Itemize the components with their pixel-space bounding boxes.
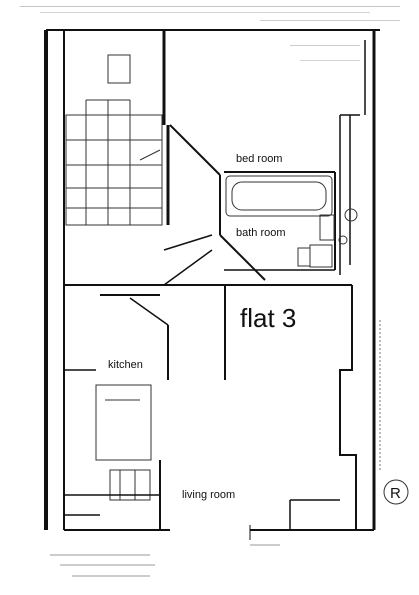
- corridor-walls: [100, 124, 266, 380]
- staircase: [65, 54, 163, 226]
- flat-title: flat 3: [240, 303, 296, 333]
- kitchen-area: [64, 369, 340, 540]
- bathroom-label: bath room: [236, 227, 286, 239]
- flat-room: [218, 284, 381, 530]
- bedroom-label: bed room: [236, 153, 282, 165]
- bottom-notes: [50, 544, 280, 577]
- symbol-letter: R: [390, 485, 401, 502]
- circled-symbol: R: [383, 479, 409, 505]
- outer-walls: [44, 29, 380, 531]
- scan-noise: [20, 6, 400, 61]
- living-room-label: living room: [182, 489, 235, 501]
- kitchen-label: kitchen: [108, 359, 143, 371]
- bathroom-block: [224, 114, 360, 275]
